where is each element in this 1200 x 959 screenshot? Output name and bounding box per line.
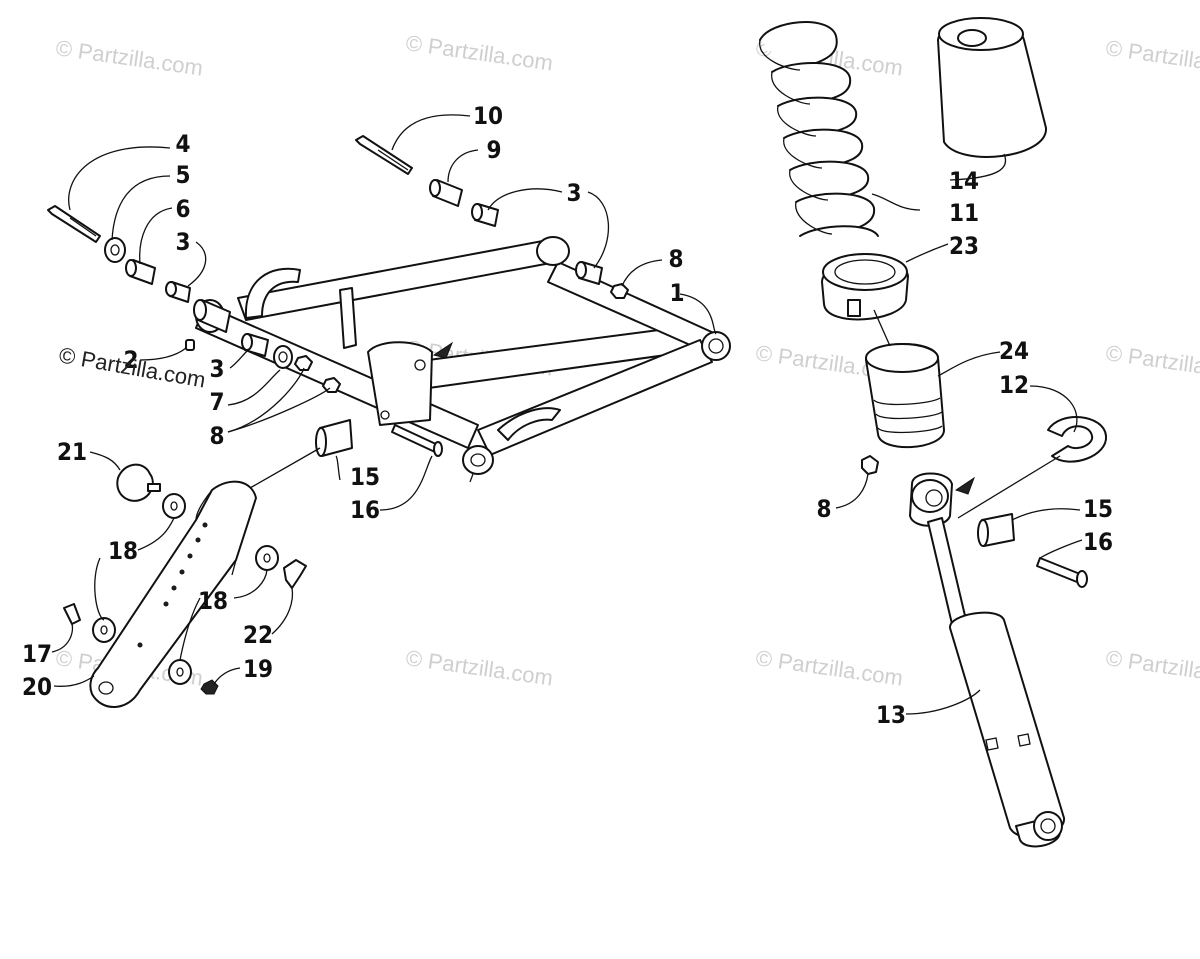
callout-3: 3 <box>566 179 581 207</box>
washer-part-18-a <box>162 493 186 519</box>
watermark: © Partzilla.com <box>754 645 904 690</box>
callout-23: 23 <box>949 232 979 260</box>
washer-part-18-d <box>168 659 192 685</box>
watermark: © Partzilla.com <box>404 30 554 75</box>
callout-15: 15 <box>1083 495 1113 523</box>
bushing-part-3-b <box>241 333 269 357</box>
shock-absorber-part-13 <box>927 517 1066 848</box>
knob-part-21 <box>116 463 161 502</box>
bolt-part-4 <box>47 205 101 243</box>
nut-part-8-a <box>294 355 313 371</box>
shock-eye <box>909 472 976 527</box>
callout-1: 1 <box>669 279 684 307</box>
watermark: © Partzilla.com <box>404 645 554 690</box>
nut-part-8-c <box>610 283 629 299</box>
bushing-part-6 <box>125 259 156 285</box>
washer-part-18-b <box>255 545 279 571</box>
callout-24: 24 <box>999 337 1029 365</box>
washer-part-5 <box>104 237 126 263</box>
nut-part-8-d <box>861 455 879 475</box>
bolt-part-10 <box>355 135 413 175</box>
bolt-part-16-b <box>1036 557 1088 588</box>
callout-11: 11 <box>949 199 979 227</box>
callout-7: 7 <box>209 388 224 416</box>
spring-seat-part-23 <box>821 253 909 321</box>
watermark: © Partzilla.com <box>1104 35 1200 80</box>
wing-nut-part-22 <box>283 559 307 589</box>
bump-stop-part-24 <box>865 342 945 449</box>
callout-15: 15 <box>350 463 380 491</box>
callout-18: 18 <box>198 587 228 615</box>
callout-5: 5 <box>175 161 190 189</box>
callout-2: 2 <box>123 346 138 374</box>
callout-14: 14 <box>949 167 979 195</box>
callout-3: 3 <box>209 355 224 383</box>
spring-part-11 <box>759 21 879 237</box>
callout-3: 3 <box>175 228 190 256</box>
bushing-part-3-a <box>165 281 191 303</box>
callout-21: 21 <box>57 438 87 466</box>
sleeve <box>193 299 231 333</box>
washer-part-7 <box>273 345 293 369</box>
bushing-part-3-d <box>575 261 603 285</box>
callout-19: 19 <box>243 655 273 683</box>
callout-10: 10 <box>473 102 503 130</box>
callout-8: 8 <box>668 245 683 273</box>
bushing-part-9 <box>429 179 463 207</box>
leader-lines <box>51 114 1083 715</box>
bushing-part-3-c <box>471 203 499 227</box>
callout-18: 18 <box>108 537 138 565</box>
watermark: © Partzilla.com <box>1104 645 1200 690</box>
watermark: © Partzilla.com <box>54 35 204 80</box>
bolt-part-17 <box>63 603 81 625</box>
bushing-part-15-b <box>977 513 1015 547</box>
arrow-marker-icon <box>954 476 976 495</box>
callout-4: 4 <box>175 130 190 158</box>
nut-part-8-b <box>322 377 341 393</box>
bushing-part-15-a <box>315 419 353 457</box>
watermark: © Partzilla.com <box>1104 340 1200 385</box>
callout-8: 8 <box>816 495 831 523</box>
washer-part-18-c <box>92 617 116 643</box>
callout-20: 20 <box>22 673 52 701</box>
clip-part-12 <box>1047 416 1108 463</box>
callout-12: 12 <box>999 371 1029 399</box>
strap-part-20 <box>89 480 257 708</box>
callout-16: 16 <box>1083 528 1113 556</box>
bolt-part-16-a <box>391 424 443 457</box>
callout-16: 16 <box>350 496 380 524</box>
callout-9: 9 <box>486 136 501 164</box>
callout-13: 13 <box>876 701 906 729</box>
grease-fitting-part-2 <box>185 339 195 351</box>
callout-22: 22 <box>243 621 273 649</box>
callout-numbers: 10 9 4 5 6 3 3 8 1 2 3 7 8 15 16 21 18 1… <box>22 102 1113 729</box>
boot-part-14 <box>937 17 1048 158</box>
callout-8: 8 <box>209 422 224 450</box>
arrow-marker-icon <box>432 341 454 359</box>
callout-6: 6 <box>175 195 190 223</box>
callout-17: 17 <box>22 640 52 668</box>
